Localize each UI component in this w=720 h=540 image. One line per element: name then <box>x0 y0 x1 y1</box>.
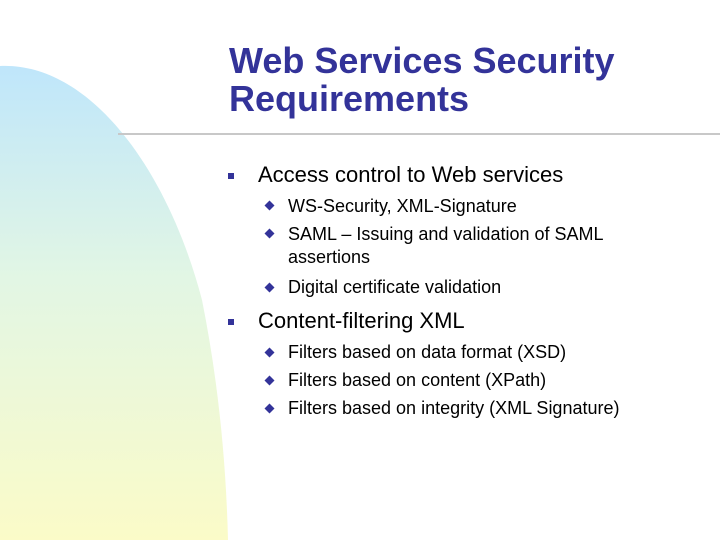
slide-title-line-1: Web Services Security <box>229 40 615 81</box>
diamond-bullet-icon <box>264 282 275 293</box>
bullet-point: Content-filtering XML <box>258 308 465 333</box>
diamond-bullet-icon <box>264 403 275 414</box>
diamond-bullet-icon <box>264 200 275 211</box>
sub-bullet-point-continuation: assertions <box>288 247 371 267</box>
sub-bullet-point: Filters based on data format (XSD) <box>288 342 567 362</box>
slide-title: Web Services Security Requirements <box>229 42 699 118</box>
diamond-bullet-icon <box>264 228 275 239</box>
diamond-bullet-icon <box>264 375 275 386</box>
diamond-bullet-icon <box>264 347 275 358</box>
square-bullet-icon <box>228 319 234 325</box>
sub-bullet-point: Digital certificate validation <box>288 277 502 297</box>
sub-bullet-point: SAML – Issuing and validation of SAML <box>288 224 604 244</box>
sub-bullet-point: WS-Security, XML-Signature <box>288 196 517 216</box>
title-divider <box>118 133 720 135</box>
slide-title-line-2: Requirements <box>229 78 470 119</box>
bullet-point: Access control to Web services <box>258 162 564 187</box>
sub-bullet-point: Filters based on content (XPath) <box>288 370 547 390</box>
sub-bullet-point: Filters based on integrity (XML Signatur… <box>288 398 620 418</box>
square-bullet-icon <box>228 173 234 179</box>
